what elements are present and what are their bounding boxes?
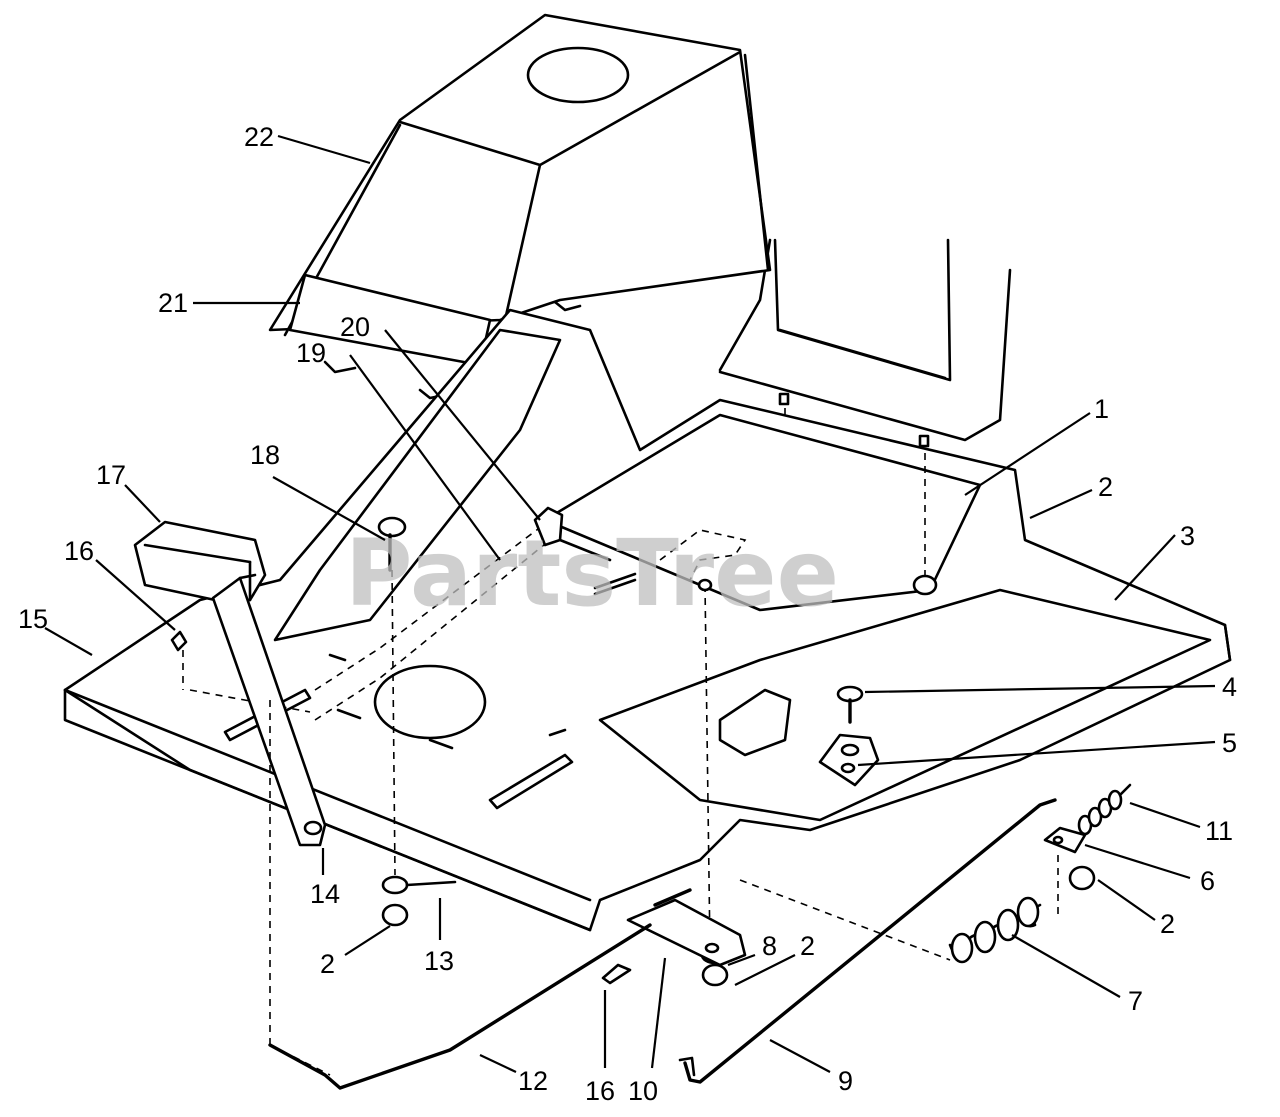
spring-7 bbox=[948, 896, 1042, 964]
plate-10 bbox=[626, 898, 747, 967]
callout-9: 9 bbox=[838, 1066, 853, 1096]
hardware bbox=[170, 392, 938, 987]
rod-9 bbox=[683, 798, 1057, 1084]
mount-plate-5 bbox=[818, 733, 880, 787]
callout-13: 13 bbox=[424, 946, 454, 976]
pedal-assembly bbox=[133, 520, 327, 1045]
console-cover bbox=[268, 13, 772, 400]
spring-11 bbox=[1077, 783, 1132, 836]
nut-2-center bbox=[701, 963, 729, 987]
callout-2-top: 2 bbox=[1098, 472, 1113, 502]
callout-8: 8 bbox=[762, 931, 777, 961]
bracket-20 bbox=[533, 506, 564, 547]
linkage bbox=[268, 783, 1132, 1090]
callout-7: 7 bbox=[1128, 986, 1143, 1016]
rod-12 bbox=[268, 923, 652, 1090]
callout-2-right: 2 bbox=[1160, 909, 1175, 939]
callout-2-center: 2 bbox=[800, 931, 815, 961]
nut-1 bbox=[912, 574, 938, 596]
callout-15: 15 bbox=[18, 604, 48, 634]
callout-5: 5 bbox=[1222, 728, 1237, 758]
washer-13 bbox=[381, 875, 409, 895]
callout-10: 10 bbox=[628, 1076, 658, 1106]
callout-14: 14 bbox=[310, 879, 340, 909]
callout-19: 19 bbox=[296, 338, 326, 368]
callout-6: 6 bbox=[1200, 866, 1215, 896]
watermark-text: PartsTree bbox=[345, 520, 839, 627]
callout-2-left: 2 bbox=[320, 949, 335, 979]
callout-22: 22 bbox=[244, 122, 274, 152]
nut-2-right bbox=[1068, 865, 1096, 891]
leader-lines bbox=[44, 134, 1216, 1073]
callout-16-upper: 16 bbox=[64, 536, 94, 566]
callout-20: 20 bbox=[340, 312, 370, 342]
callout-16-lower: 16 bbox=[585, 1076, 615, 1106]
bracket-6 bbox=[1043, 826, 1087, 854]
callout-3: 3 bbox=[1180, 521, 1195, 551]
callout-17: 17 bbox=[96, 460, 126, 490]
console-cover-opening bbox=[526, 46, 630, 104]
deck-round-opening bbox=[373, 664, 487, 740]
main-deck-plate bbox=[63, 308, 1232, 932]
callout-21: 21 bbox=[158, 288, 188, 318]
callout-18: 18 bbox=[250, 440, 280, 470]
pedal-17 bbox=[133, 520, 267, 602]
nut-2-left bbox=[381, 903, 409, 927]
callout-labels: 22 21 20 19 18 17 16 15 1 2 3 4 5 11 6 2… bbox=[18, 122, 1237, 1106]
callout-11: 11 bbox=[1205, 816, 1233, 846]
lever-14 bbox=[211, 576, 327, 847]
decal-panel bbox=[288, 273, 492, 367]
bolt-4 bbox=[836, 685, 864, 724]
callout-1: 1 bbox=[1094, 394, 1109, 424]
callout-12: 12 bbox=[518, 1066, 548, 1096]
callout-4: 4 bbox=[1222, 672, 1237, 702]
bolt-18 bbox=[377, 516, 407, 572]
